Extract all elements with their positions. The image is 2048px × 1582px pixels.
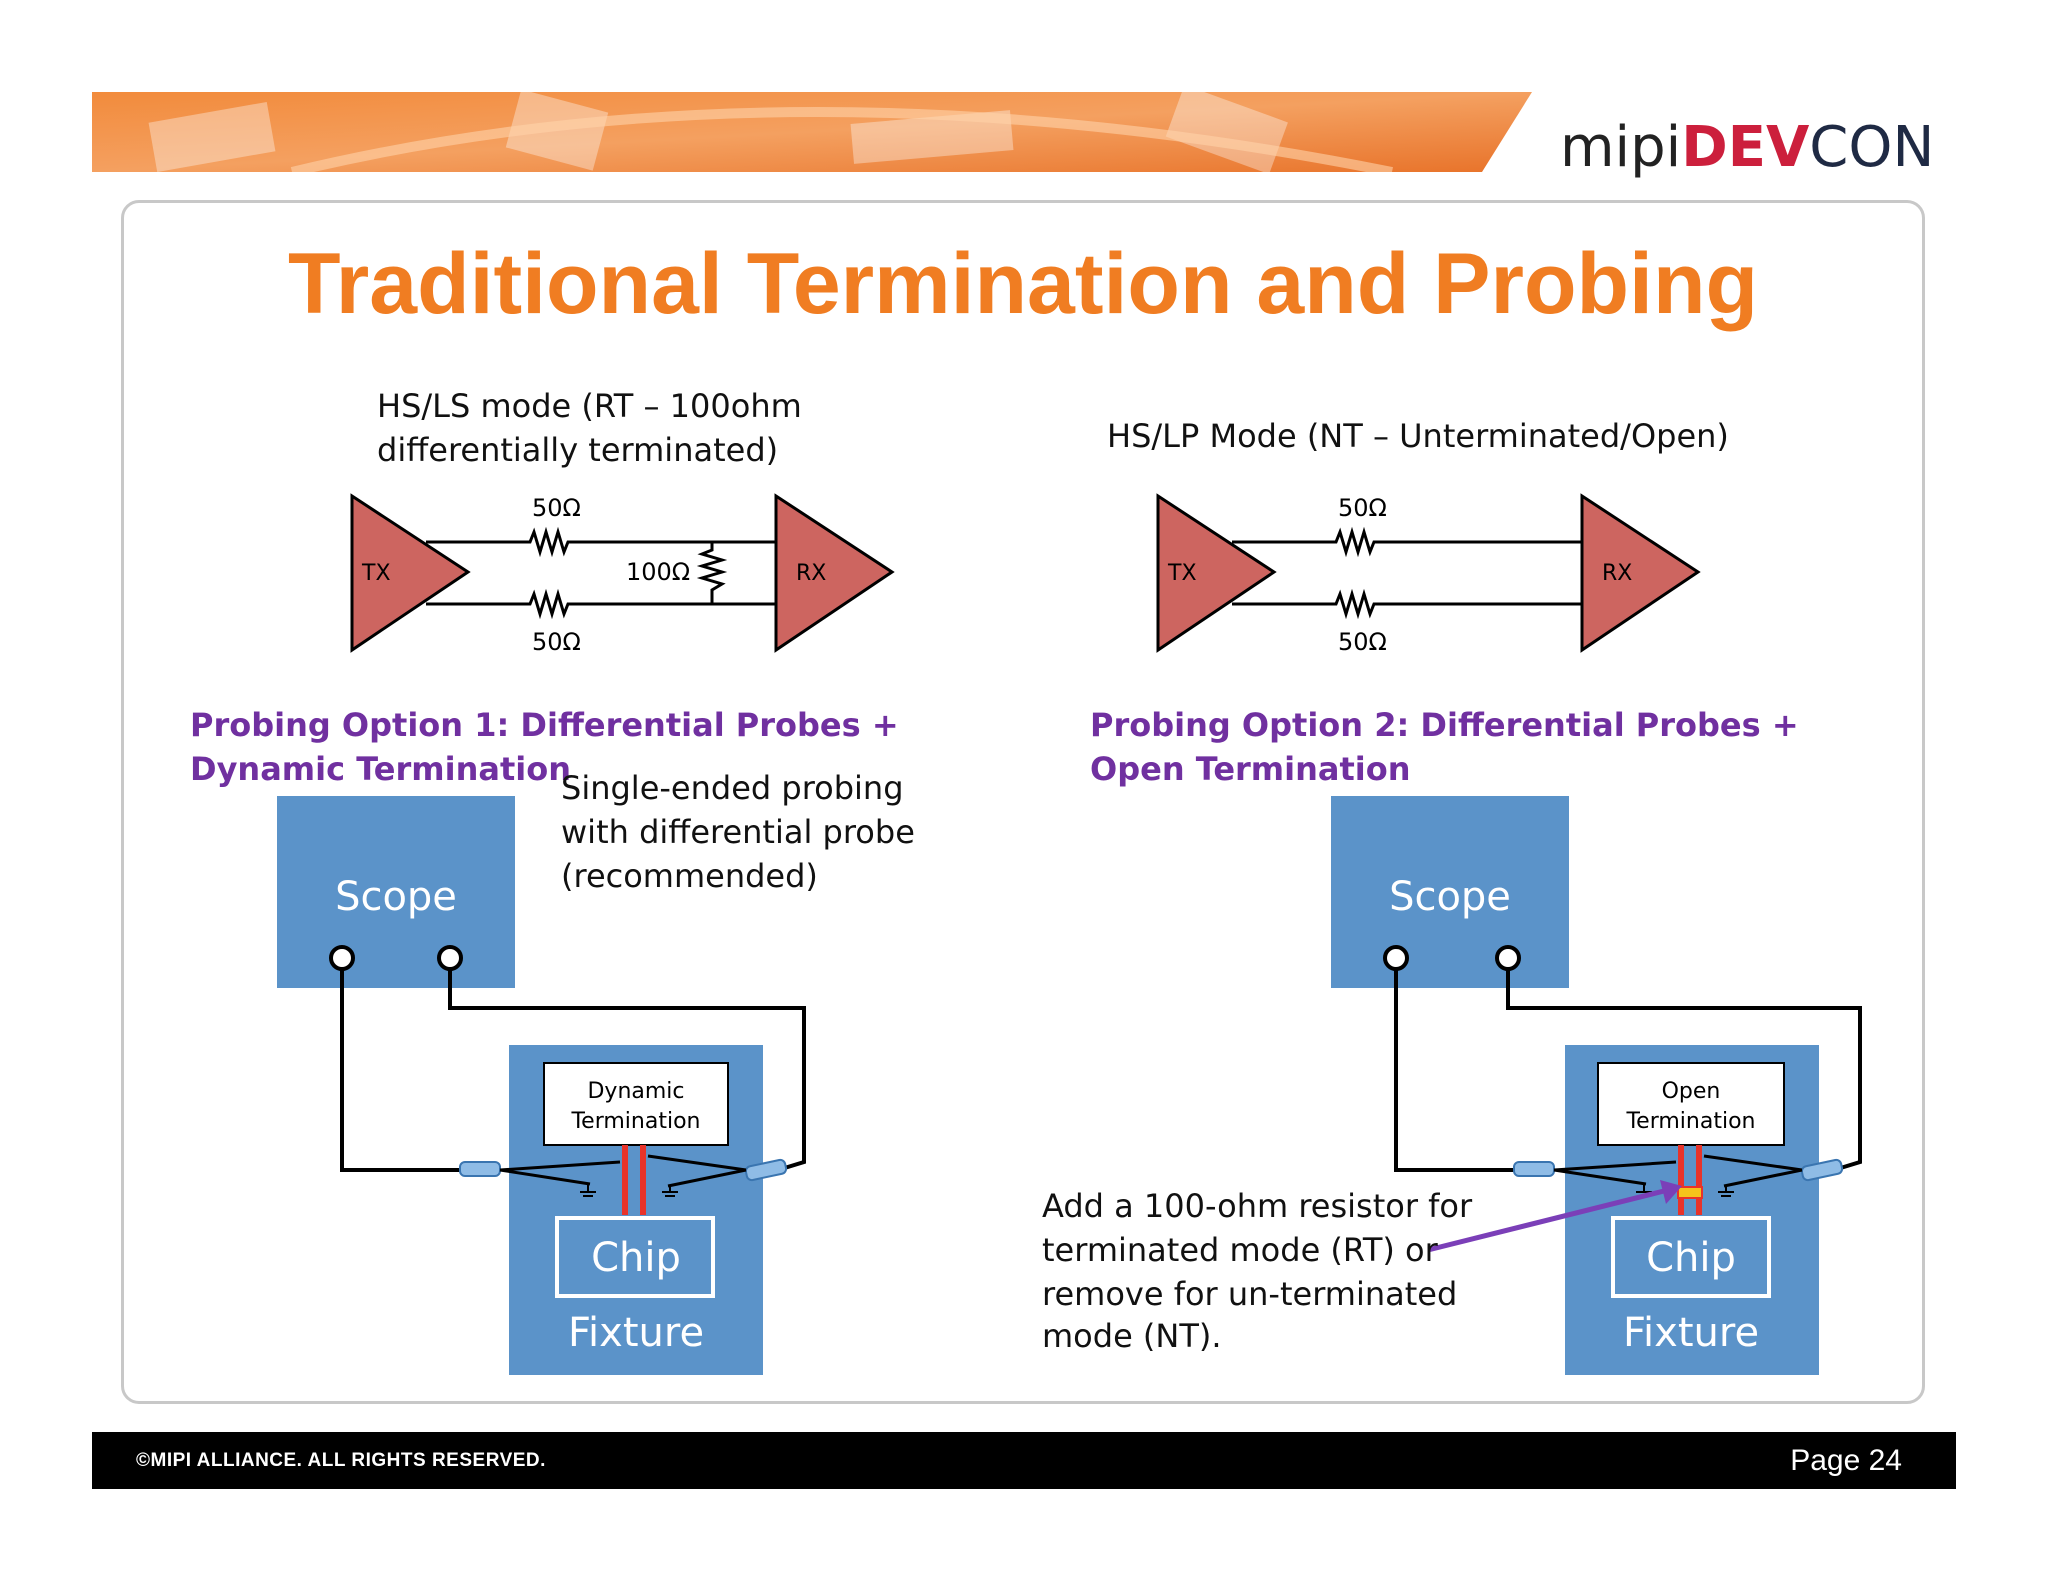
left-option-line1: Probing Option 1: Differential Probes + <box>190 706 899 744</box>
right-fixture-label: Fixture <box>1623 1310 1759 1356</box>
right-scope-box <box>1331 796 1569 988</box>
left-scope-box <box>277 796 515 988</box>
left-tx-amplifier <box>350 493 471 653</box>
left-r-top-label: 50Ω <box>532 494 581 522</box>
left-fixture-label: Fixture <box>568 1310 704 1356</box>
left-termination-line1: Dynamic <box>587 1079 684 1104</box>
left-termination-box <box>543 1062 729 1146</box>
right-option-line1: Probing Option 2: Differential Probes + <box>1090 706 1799 744</box>
left-termination-resistor <box>696 542 728 604</box>
left-mode-line1: HS/LS mode (RT – 100ohm <box>377 387 802 425</box>
right-termination-line2: Termination <box>1625 1109 1755 1134</box>
left-probing-diagram: Scope Dynamic Termination Chip Fixture <box>277 796 806 1375</box>
page-number: Page 24 <box>1790 1444 1902 1477</box>
right-probing-diagram: Scope Open Termination Chip Fixture <box>1331 796 1862 1375</box>
right-chip-label: Chip <box>1646 1235 1736 1281</box>
left-note-line3: (recommended) <box>561 857 818 895</box>
left-note-line2: with differential probe <box>561 813 915 851</box>
right-tx-amplifier <box>1156 493 1277 653</box>
right-top-line <box>1232 526 1582 558</box>
right-r-bottom-label: 50Ω <box>1338 628 1387 656</box>
left-chip-box <box>555 1216 715 1298</box>
resistor-note-line2: terminated mode (RT) or <box>1042 1231 1438 1269</box>
left-termination-line2: Termination <box>570 1109 700 1134</box>
left-chip-label: Chip <box>591 1235 681 1281</box>
left-note-line1: Single-ended probing <box>561 769 904 807</box>
left-tx-label: TX <box>361 561 391 586</box>
right-circuit-diagram: TX RX 50Ω 50Ω <box>1156 493 1701 656</box>
right-bottom-line <box>1232 588 1582 620</box>
left-scope-port-1 <box>329 945 355 971</box>
copyright-text: ©MIPI ALLIANCE. ALL RIGHTS RESERVED. <box>136 1450 546 1471</box>
right-option-line2: Open Termination <box>1090 750 1411 788</box>
right-scope-port-1 <box>1383 945 1409 971</box>
right-termination-line1: Open <box>1662 1079 1721 1104</box>
left-r-bottom-label: 50Ω <box>532 628 581 656</box>
header-banner <box>92 92 1532 172</box>
right-probe-tip-2 <box>1800 1158 1844 1182</box>
left-rx-label: RX <box>796 561 826 586</box>
logo-mipi: mipi <box>1560 115 1682 180</box>
left-scope-label: Scope <box>335 874 457 920</box>
right-scope-label: Scope <box>1389 874 1511 920</box>
resistor-callout-arrow <box>1427 1180 1682 1253</box>
left-bottom-line <box>426 588 776 620</box>
resistor-note-line3: remove for un-terminated <box>1042 1275 1458 1313</box>
right-r-top-label: 50Ω <box>1338 494 1387 522</box>
right-termination-box <box>1597 1062 1785 1146</box>
right-rx-label: RX <box>1602 561 1632 586</box>
logo-dev: DEV <box>1681 115 1810 180</box>
right-chip-box <box>1611 1216 1771 1298</box>
left-rx-amplifier <box>774 493 895 653</box>
right-tx-label: TX <box>1167 561 1197 586</box>
content-frame <box>121 200 1925 1404</box>
right-optional-resistor <box>1677 1186 1703 1199</box>
footer-bar <box>92 1432 1956 1489</box>
right-rx-amplifier <box>1580 493 1701 653</box>
right-scope-port-2 <box>1495 945 1521 971</box>
resistor-note-line4: mode (NT). <box>1042 1317 1222 1355</box>
logo-con: CON <box>1809 115 1935 180</box>
left-probe-tip-2 <box>744 1158 788 1182</box>
left-scope-port-2 <box>437 945 463 971</box>
left-circuit-diagram: TX RX 50Ω 50Ω 100Ω <box>350 493 895 656</box>
resistor-note-line1: Add a 100-ohm resistor for <box>1042 1187 1473 1225</box>
left-top-line <box>426 526 776 558</box>
left-mode-line2: differentially terminated) <box>377 431 779 469</box>
slide-title: Traditional Termination and Probing <box>287 236 1759 332</box>
left-option-line2: Dynamic Termination <box>190 750 571 788</box>
left-probe-tip-1 <box>459 1161 501 1177</box>
right-mode-line1: HS/LP Mode (NT – Unterminated/Open) <box>1107 417 1729 455</box>
left-r-term-label: 100Ω <box>626 558 690 586</box>
mipi-devcon-logo: mipiDEVCON <box>1560 108 1934 188</box>
